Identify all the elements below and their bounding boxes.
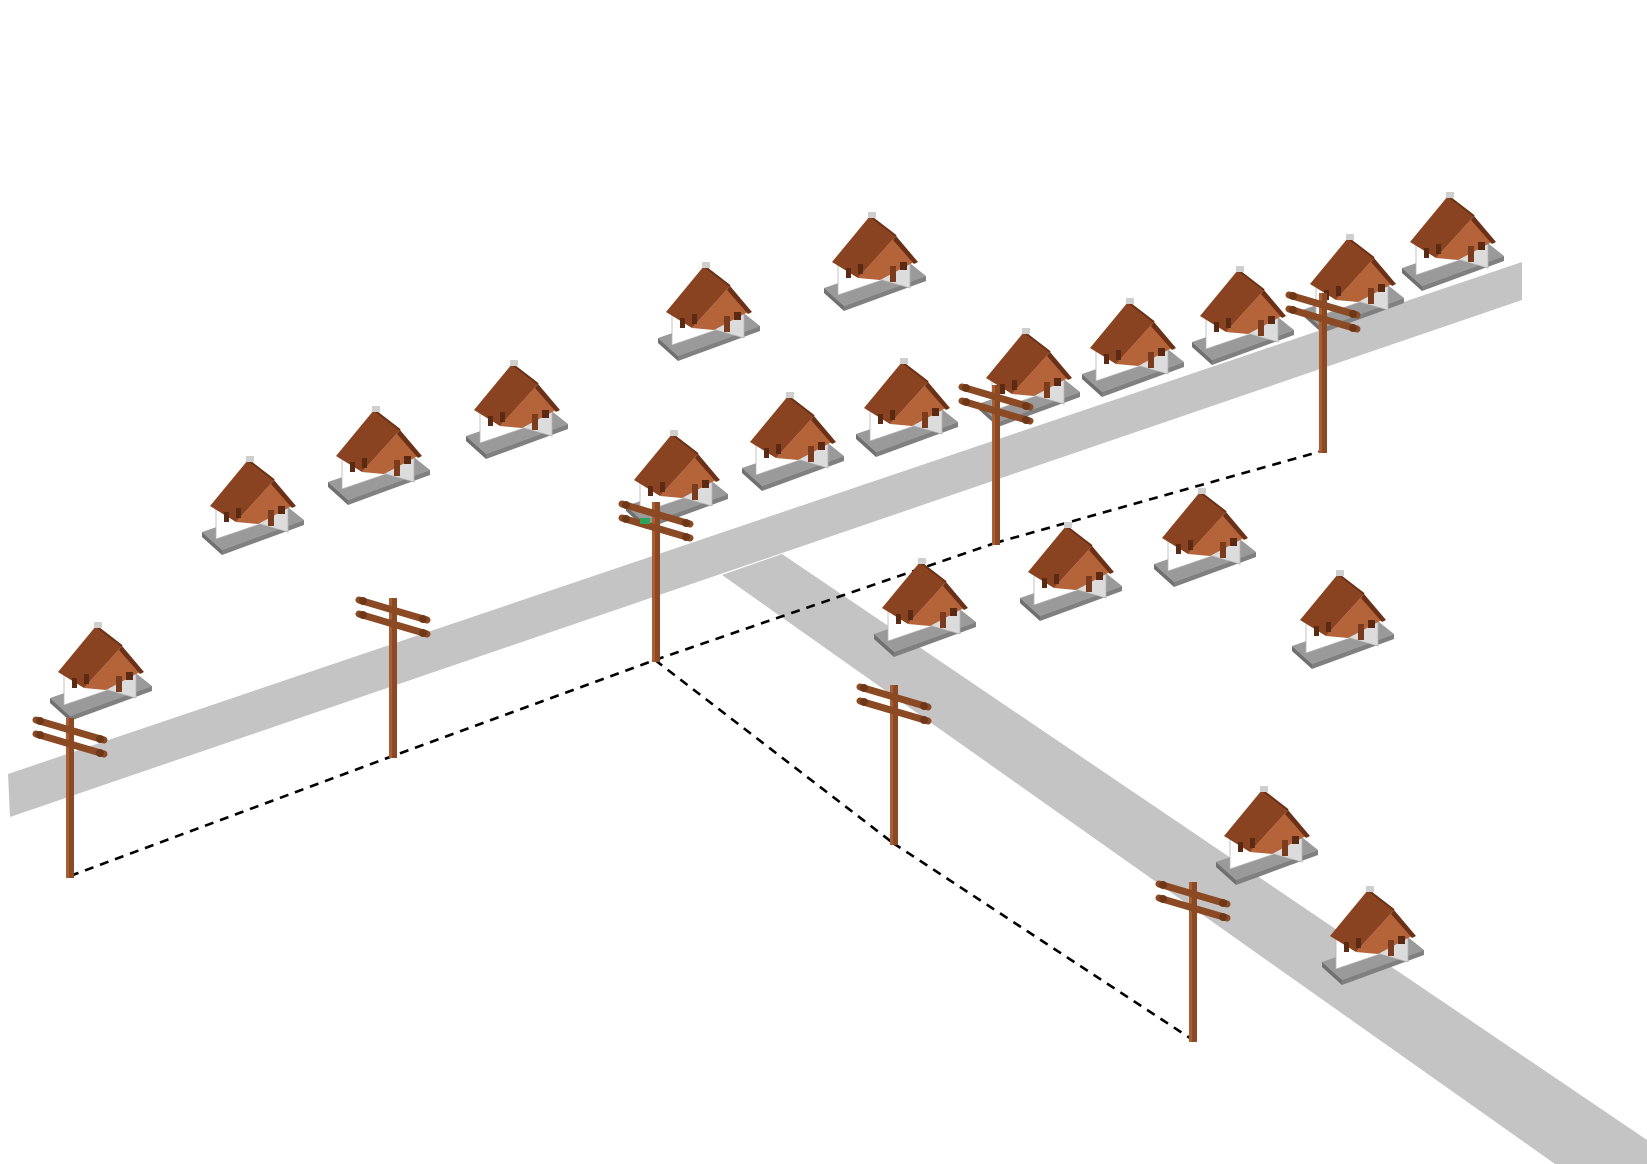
road-network	[8, 262, 1647, 1164]
main-road	[8, 262, 1522, 817]
utility-pole-transformer	[622, 501, 690, 662]
house-icon	[1321, 885, 1425, 986]
house-icon	[873, 557, 977, 658]
service-line	[892, 841, 1194, 1042]
service-line	[654, 541, 996, 662]
house-icon	[855, 357, 959, 458]
house-icon	[657, 261, 761, 362]
house-icon	[201, 455, 305, 556]
house-icon	[465, 359, 569, 460]
house-icon	[1019, 521, 1123, 622]
service-line	[654, 658, 894, 845]
house-icon	[1215, 785, 1319, 886]
house-icon	[327, 405, 431, 506]
house-icon	[625, 429, 729, 530]
house-icon	[1291, 569, 1395, 670]
house-icon	[823, 211, 927, 312]
insulator	[640, 518, 650, 524]
service-line	[994, 449, 1323, 545]
house-icon	[741, 391, 845, 492]
house-icon	[1153, 487, 1257, 588]
branch-road	[722, 554, 1647, 1164]
utility-poles	[36, 292, 1357, 1042]
house-icon	[49, 621, 153, 722]
